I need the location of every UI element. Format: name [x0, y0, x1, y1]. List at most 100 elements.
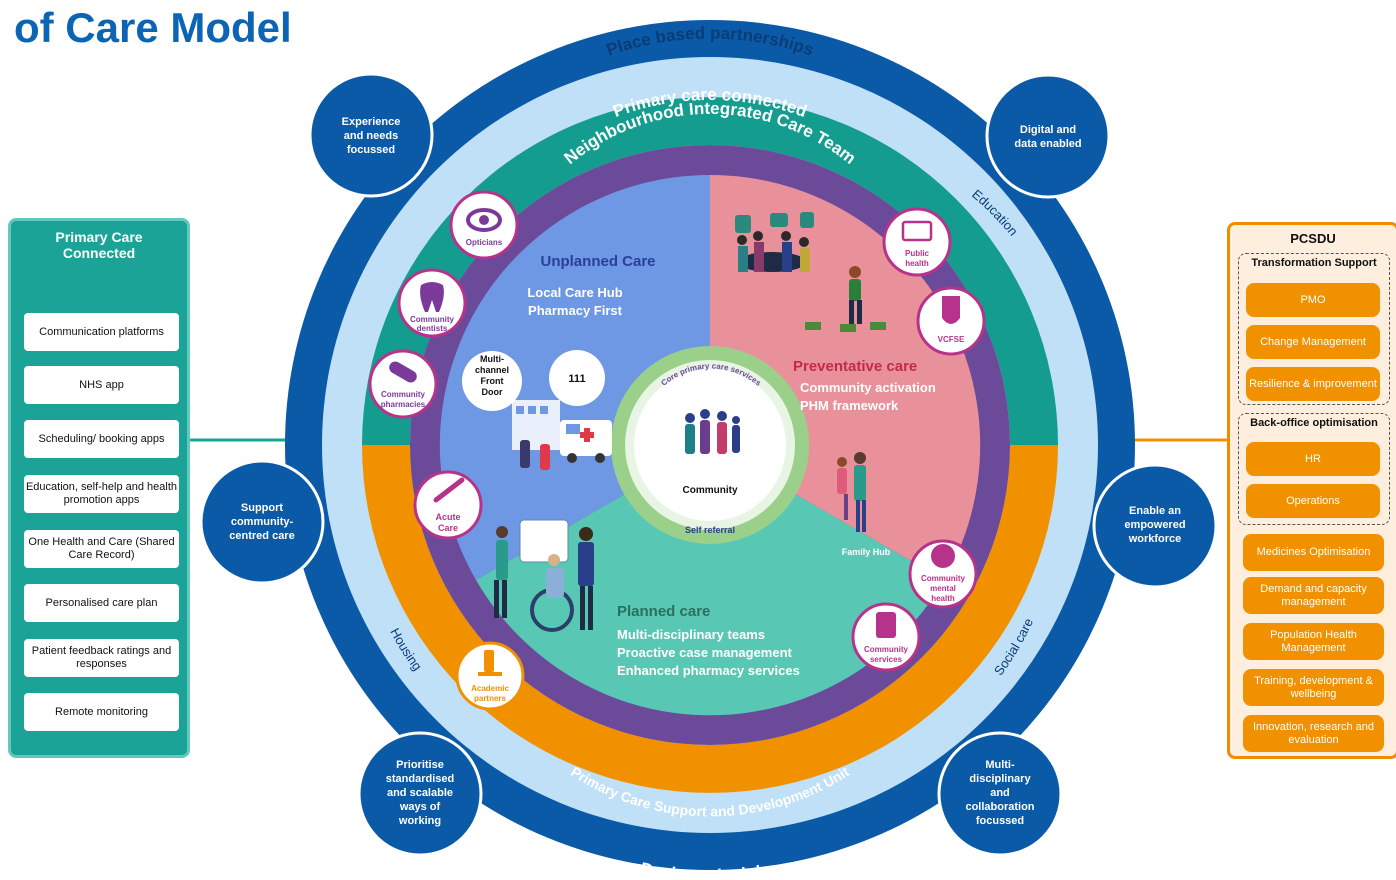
- principle-experience: Experience and needs focussed: [308, 72, 434, 198]
- svg-text:ways of: ways of: [399, 801, 441, 813]
- teal-ring: [362, 97, 1058, 445]
- service-community-services: Community services: [851, 602, 921, 672]
- svg-text:workforce: workforce: [1128, 533, 1182, 545]
- item-medicines-optimisation[interactable]: Medicines Optimisation: [1243, 534, 1384, 571]
- svg-text:focussed: focussed: [976, 815, 1024, 827]
- item-demand-capacity[interactable]: Demand and capacity management: [1243, 577, 1384, 614]
- principle-community: Support community- centred care: [199, 459, 325, 585]
- item-hr[interactable]: HR: [1246, 442, 1380, 476]
- svg-text:dentists: dentists: [417, 324, 448, 333]
- center-community-label: Community: [683, 485, 738, 496]
- planned-title: Planned care: [617, 603, 710, 620]
- principle-standardised: Prioritise standardised and scalable way…: [357, 731, 483, 857]
- planned-sector: [476, 445, 944, 716]
- planned-item-2: Enhanced pharmacy services: [617, 663, 800, 678]
- svg-text:Digital and: Digital and: [1020, 124, 1076, 136]
- orange-ring: [362, 445, 1058, 793]
- left-panel-title-line-1: Primary Care: [55, 229, 143, 245]
- principle-workforce: Enable an empowered workforce: [1092, 463, 1218, 589]
- svg-text:community-: community-: [231, 516, 294, 528]
- planned-item-0: Multi-disciplinary teams: [617, 627, 765, 642]
- svg-text:centred care: centred care: [229, 530, 294, 542]
- back-office-group: Back-office optimisation: [1238, 413, 1390, 525]
- left-panel-title: Primary Care Connected: [11, 229, 187, 261]
- svg-text:Front: Front: [481, 376, 504, 386]
- svg-text:Multi-: Multi-: [985, 759, 1015, 771]
- svg-text:disciplinary: disciplinary: [969, 773, 1031, 785]
- svg-text:and: and: [990, 787, 1010, 799]
- preventative-title: Preventative care: [793, 358, 917, 375]
- hospital-ambulance-illustration: [512, 400, 612, 470]
- family-hub-label: Family Hub: [842, 547, 891, 557]
- right-panel-title: PCSDU: [1290, 231, 1336, 246]
- service-vcfse: VCFSE: [916, 286, 986, 356]
- svg-text:channel: channel: [475, 365, 509, 375]
- item-innovation[interactable]: Innovation, research and evaluation: [1243, 715, 1384, 752]
- item-patient-feedback[interactable]: Patient feedback ratings and responses: [24, 639, 179, 677]
- wheelchair-illustration: [494, 519, 594, 632]
- item-remote-monitoring[interactable]: Remote monitoring: [24, 693, 179, 731]
- left-panel-title-line-2: Connected: [62, 245, 136, 261]
- head-brain-icon: [931, 544, 955, 568]
- item-change-management[interactable]: Change Management: [1246, 325, 1380, 359]
- item-shared-care-record[interactable]: One Health and Care (Shared Care Record): [24, 530, 179, 568]
- service-pharmacies: Community pharmacies: [368, 349, 438, 419]
- family-illustration: [837, 452, 866, 532]
- svg-text:Enable an: Enable an: [1129, 505, 1181, 517]
- svg-text:working: working: [398, 815, 441, 827]
- svg-text:Support: Support: [241, 502, 283, 514]
- eye-icon: [466, 208, 502, 232]
- svg-text:Community: Community: [921, 574, 966, 583]
- svg-text:partners: partners: [474, 694, 507, 703]
- svg-text:Community: Community: [864, 645, 909, 654]
- item-operations[interactable]: Operations: [1246, 484, 1380, 518]
- svg-text:health: health: [905, 259, 929, 268]
- item-personalised-care-plan[interactable]: Personalised care plan: [24, 584, 179, 622]
- phone-111-badge: [549, 350, 605, 406]
- syringe-icon: [433, 477, 465, 503]
- svg-text:Opticians: Opticians: [466, 238, 503, 247]
- item-resilience[interactable]: Resilience & improvement: [1246, 367, 1380, 401]
- service-acute: Acute Care: [413, 470, 483, 540]
- service-dentists: Community dentists: [397, 268, 467, 338]
- item-scheduling-apps[interactable]: Scheduling/ booking apps: [24, 420, 179, 458]
- transformation-support-title: Transformation Support: [1251, 257, 1377, 269]
- svg-text:Public: Public: [905, 249, 930, 258]
- front-door-text: Multi- channel Front Door: [475, 354, 509, 397]
- unplanned-title: Unplanned Care: [540, 253, 655, 270]
- item-communication-platforms[interactable]: Communication platforms: [24, 313, 179, 351]
- principle-collaboration: Multi- disciplinary and collaboration fo…: [937, 731, 1063, 857]
- svg-text:Prioritise: Prioritise: [396, 759, 444, 771]
- service-public-health: Public health: [882, 207, 952, 277]
- family-icon: [876, 612, 896, 638]
- svg-text:pharmacies: pharmacies: [381, 400, 426, 409]
- planned-item-1: Proactive case management: [617, 645, 793, 660]
- svg-text:standardised: standardised: [386, 773, 454, 785]
- service-academic: Academic partners: [455, 641, 525, 711]
- svg-text:mental: mental: [930, 584, 956, 593]
- preventative-item-0: Community activation: [800, 380, 936, 395]
- item-pmo[interactable]: PMO: [1246, 283, 1380, 317]
- svg-text:data enabled: data enabled: [1014, 138, 1081, 150]
- hand-heart-icon: [942, 296, 960, 324]
- gardener-illustration: [805, 266, 886, 332]
- svg-text:VCFSE: VCFSE: [938, 335, 965, 344]
- tooth-icon: [420, 282, 444, 312]
- phone-111-label: 111: [568, 373, 585, 385]
- item-training[interactable]: Training, development & wellbeing: [1243, 669, 1384, 706]
- item-population-health[interactable]: Population Health Management: [1243, 623, 1384, 660]
- page-title: of Care Model: [14, 4, 292, 51]
- ring-label-design: Design principles: [639, 859, 781, 880]
- unplanned-item-0: Local Care Hub: [527, 285, 622, 300]
- chart-board-icon: [901, 220, 933, 242]
- svg-text:collaboration: collaboration: [965, 801, 1034, 813]
- principle-digital: Digital and data enabled: [985, 73, 1111, 199]
- item-nhs-app[interactable]: NHS app: [24, 366, 179, 404]
- pill-icon: [389, 361, 417, 383]
- transformation-support-group: Transformation Support: [1238, 253, 1390, 405]
- svg-text:Community: Community: [410, 315, 455, 324]
- service-opticians: Opticians: [449, 190, 519, 260]
- item-education-apps[interactable]: Education, self-help and health promotio…: [24, 475, 179, 513]
- unplanned-item-1: Pharmacy First: [528, 303, 623, 318]
